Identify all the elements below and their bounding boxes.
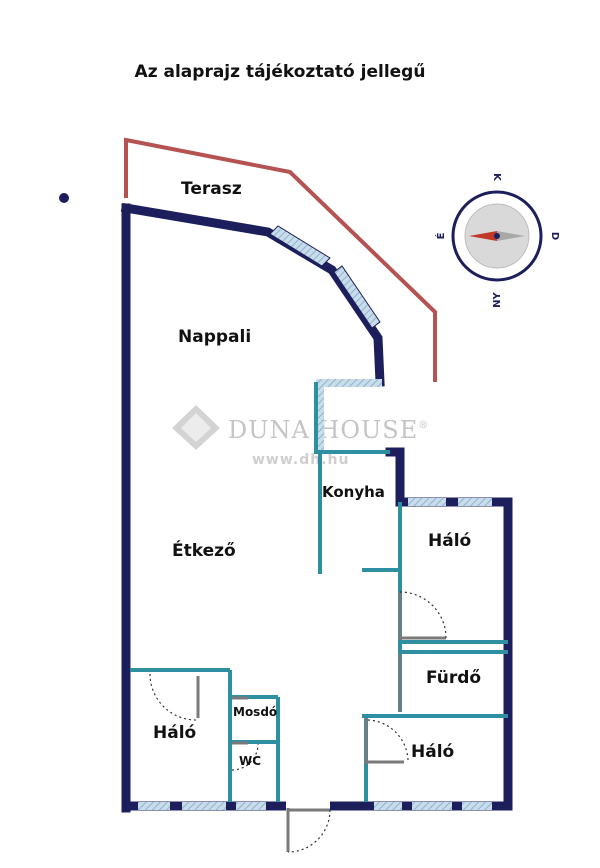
window-bottom-2 [182,802,226,810]
compass-needle-west [469,231,497,241]
room-label-nappali: Nappali [178,327,251,347]
room-label-terasz: Terasz [181,179,242,199]
door-wc [231,741,259,771]
marker-dot [59,193,69,203]
window-bottom-4 [374,802,402,810]
room-labels: Terasz Nappali Konyha Étkező Háló Fürdő … [153,179,481,768]
compass-hub [494,233,500,239]
window-living-2 [333,265,381,329]
entrance-gap [286,801,330,811]
window-living-1 [269,225,331,267]
compass: K D NY É [434,173,560,308]
compass-label-west: É [434,232,447,239]
door-entrance [286,808,331,853]
compass-label-north: K [491,173,502,182]
plan-caption: Az alaprajz tájékoztató jellegű [134,62,426,82]
door-bedroom-top [398,591,447,640]
window-bottom-3 [236,802,266,810]
watermark: DUNA HOUSE® www.dh.hu [172,405,429,468]
window-bottom-6 [462,802,492,810]
window-kitchen-top [316,379,382,387]
doors [149,591,447,853]
watermark-logo-icon [172,405,220,450]
window-bottom-1 [138,802,170,810]
room-label-mosdo: Mosdó [233,705,277,719]
terrace-outline [124,137,437,382]
window-bedroom-top-2 [458,498,492,506]
room-label-etkezo: Étkező [172,539,236,561]
window-kitchen-side [316,387,324,453]
door-bedroom-left [149,673,200,721]
room-label-halo-right-top: Háló [428,531,471,551]
window-bedroom-top-1 [408,498,446,506]
room-label-halo-right-bottom: Háló [411,742,454,762]
window-bottom-5 [412,802,452,810]
room-label-furdo: Fürdő [426,668,481,688]
room-label-konyha: Konyha [322,483,385,501]
watermark-url: www.dh.hu [252,452,349,468]
compass-label-east: D [549,232,560,240]
watermark-brand: DUNA HOUSE® [228,416,429,444]
compass-needle-east [497,231,525,241]
windows [138,225,492,811]
room-label-wc: WC [239,754,261,768]
door-bedroom-bottom [364,718,409,764]
compass-label-south: NY [492,291,503,307]
watermark-registered-mark: ® [418,420,429,431]
room-label-halo-left: Háló [153,723,196,743]
